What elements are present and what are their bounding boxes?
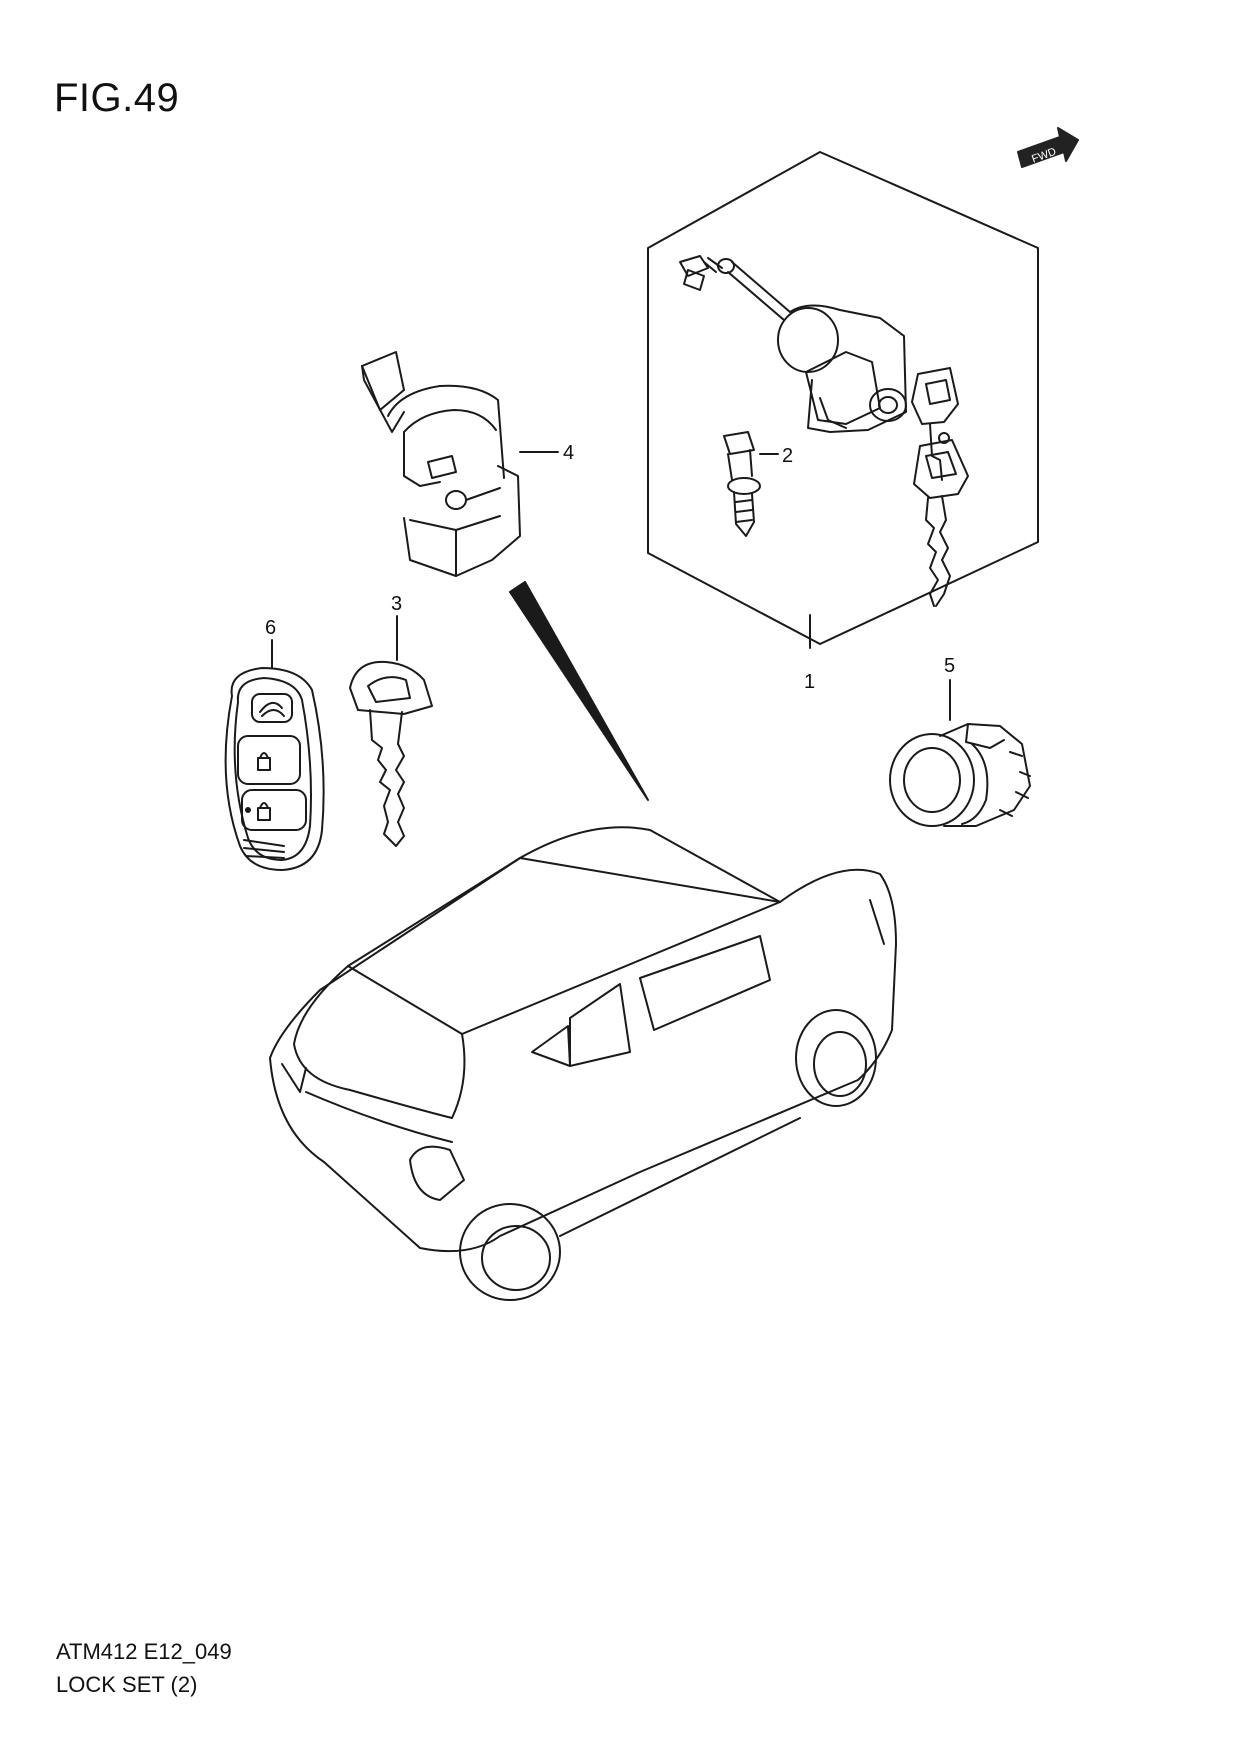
callout-5: 5 [944, 655, 955, 677]
steering-lock [361, 351, 521, 577]
diagram-name: LOCK SET (2) [56, 1672, 198, 1697]
key-upper [911, 367, 959, 481]
fwd-arrow-icon: FWD [1017, 127, 1079, 168]
door-lock-cylinder [679, 255, 907, 433]
screw [723, 431, 761, 537]
smart-key-fob [224, 667, 325, 871]
key-lower [913, 439, 969, 607]
diagram-code: ATM412 E12_049 [56, 1639, 232, 1664]
mechanical-key [349, 660, 433, 847]
callout-1: 1 [804, 671, 815, 693]
pointer-wedge [509, 581, 649, 801]
vehicle-outline [269, 826, 897, 1301]
callout-2: 2 [782, 445, 793, 467]
figure-title: FIG.49 [54, 76, 180, 120]
callout-6: 6 [265, 617, 276, 639]
lock-cap [889, 723, 1031, 827]
callout-4: 4 [563, 442, 574, 464]
callout-3: 3 [391, 593, 402, 615]
lock-set-hexagon [647, 151, 1039, 645]
